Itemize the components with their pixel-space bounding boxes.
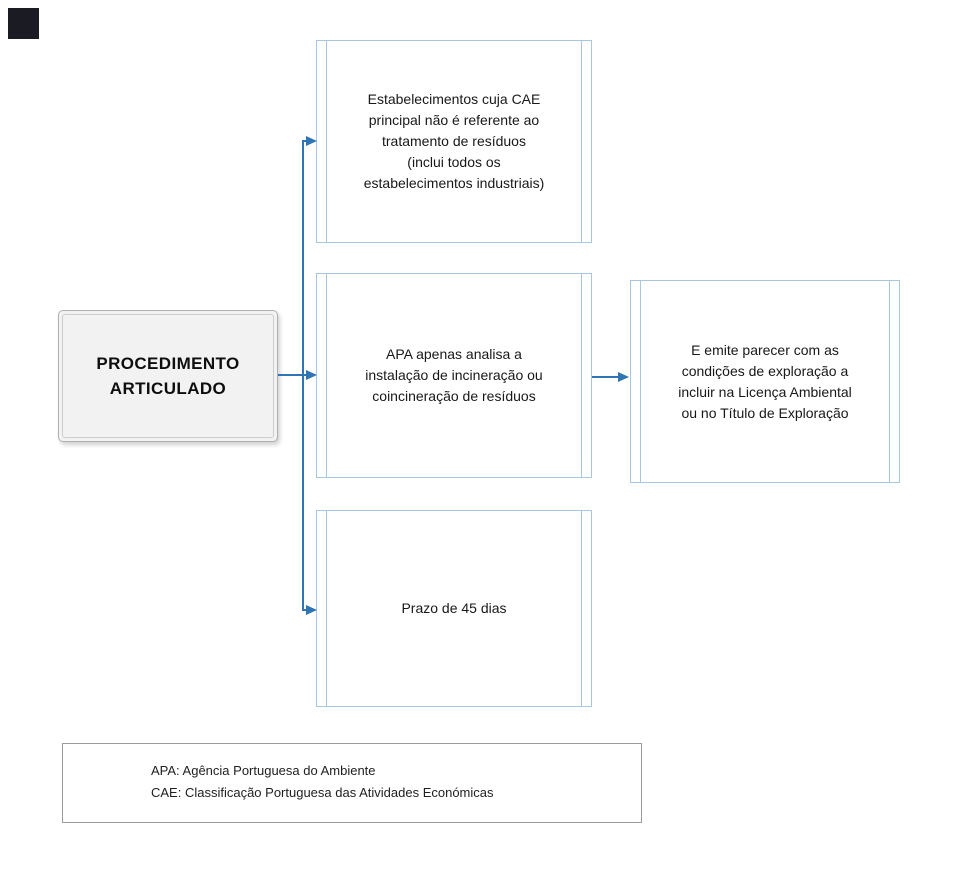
box-opinion-conditions-text: E emite parecer com as condições de expl… — [678, 341, 852, 421]
corner-marker — [8, 8, 39, 39]
arrowhead-top-icon — [306, 136, 317, 146]
legend-apa: APA: Agência Portuguesa do Ambiente — [151, 763, 376, 778]
arrowhead-middle-icon — [306, 370, 317, 380]
arrowhead-right-icon — [618, 372, 629, 382]
box-establishments: Estabelecimentos cuja CAE principal não … — [316, 40, 592, 243]
main-procedure-box: PROCEDIMENTO ARTICULADO — [58, 310, 278, 442]
box-establishments-text: Estabelecimentos cuja CAE principal não … — [363, 91, 545, 191]
connector-branch-middle — [303, 374, 308, 376]
connector-branch-top — [303, 140, 308, 142]
connector-branch-bottom — [303, 609, 308, 611]
box-apa-analysis-text: APA apenas analisa a instalação de incin… — [365, 346, 543, 404]
box-opinion-conditions: E emite parecer com as condições de expl… — [630, 280, 900, 483]
legend-cae: CAE: Classificação Portuguesa das Ativid… — [151, 785, 494, 800]
legend-box: APA: Agência Portuguesa do Ambiente CAE:… — [62, 743, 642, 823]
connector-main-to-trunk — [278, 374, 304, 376]
arrowhead-bottom-icon — [306, 605, 317, 615]
main-procedure-label: PROCEDIMENTO ARTICULADO — [96, 354, 240, 398]
box-deadline-text: Prazo de 45 dias — [401, 600, 507, 616]
box-apa-analysis: APA apenas analisa a instalação de incin… — [316, 273, 592, 478]
connector-middle-to-right — [592, 376, 620, 378]
box-deadline: Prazo de 45 dias — [316, 510, 592, 707]
